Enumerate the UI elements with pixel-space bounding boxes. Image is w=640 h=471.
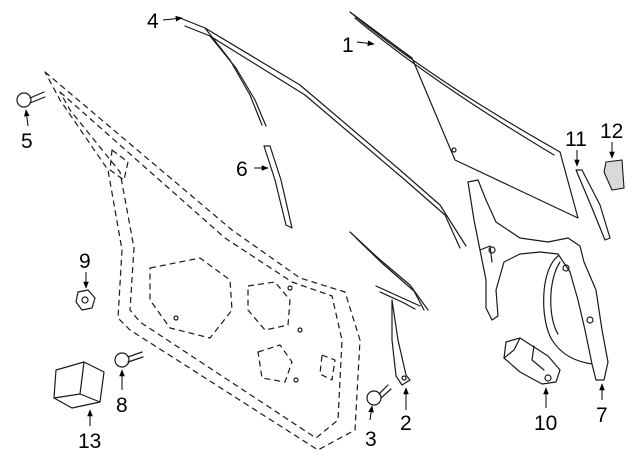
callout-1: 1 (342, 34, 354, 57)
part-8-bolt (114, 351, 144, 368)
callout-13: 13 (78, 430, 101, 453)
callout-8: 8 (116, 394, 128, 417)
callout-10: 10 (534, 412, 557, 435)
part-4-run-channel (179, 17, 467, 249)
callout-9: 9 (79, 250, 91, 273)
callout-labels: 4 1 5 6 11 12 9 2 3 8 10 7 13 (21, 10, 623, 453)
part-11-seal-strip (575, 169, 611, 241)
part-2-guide-channel (349, 231, 429, 386)
part-10-motor (503, 337, 561, 385)
part-12-clip (603, 159, 625, 191)
callout-5: 5 (21, 130, 33, 153)
callout-4: 4 (147, 10, 159, 33)
part-9-nut (75, 289, 96, 311)
callout-6: 6 (236, 158, 248, 181)
part-13-module (53, 361, 105, 409)
leader-lines (24, 15, 615, 426)
door-shell (44, 71, 361, 451)
part-5-bolt (16, 91, 46, 108)
part-6-run-strip (263, 145, 293, 229)
part-3-bolt (366, 384, 392, 406)
part-1-door-glass (349, 11, 579, 219)
part-7-window-regulator (467, 179, 609, 381)
callout-12: 12 (600, 120, 623, 143)
callout-3: 3 (365, 428, 377, 451)
callout-7: 7 (596, 404, 608, 427)
callout-11: 11 (565, 128, 587, 151)
callout-2: 2 (400, 412, 412, 435)
